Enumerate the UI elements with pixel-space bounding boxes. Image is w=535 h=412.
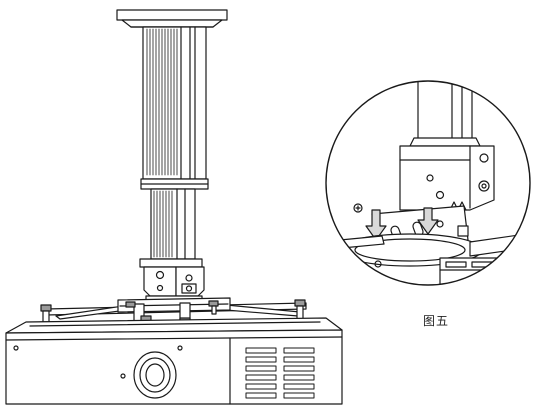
extension-pole-icon (141, 27, 208, 259)
ceiling-plate-icon (117, 10, 227, 27)
projector-icon (6, 318, 342, 404)
magnified-detail-icon (326, 72, 535, 290)
figure-caption: 图五 (422, 314, 449, 328)
